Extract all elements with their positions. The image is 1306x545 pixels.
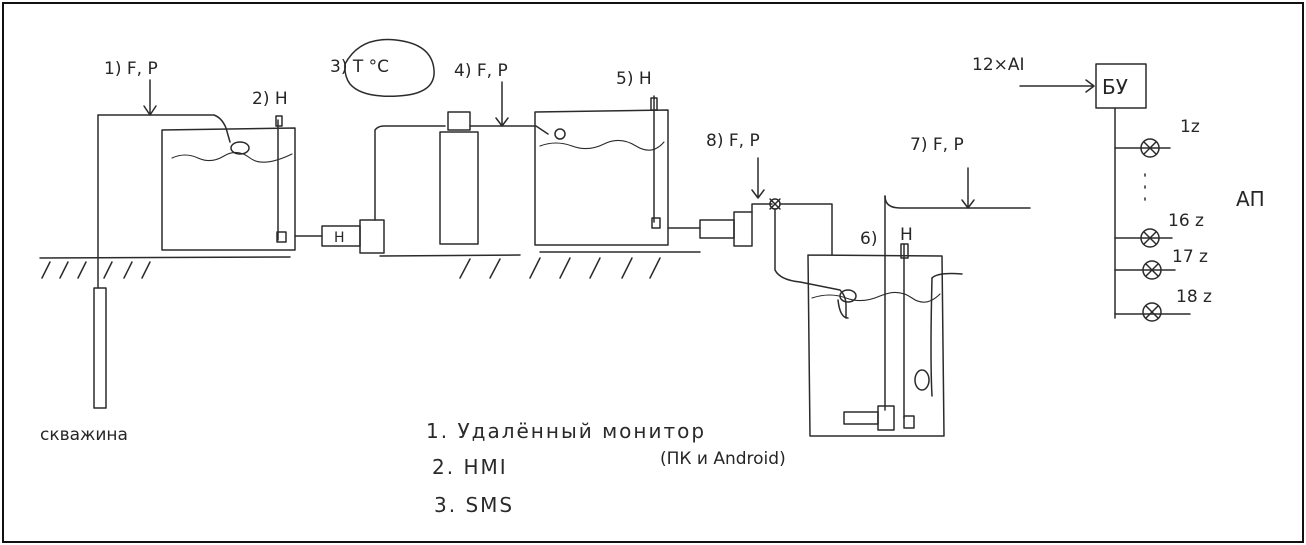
channel-18-label: 18 z <box>1176 287 1212 307</box>
pump-1 <box>294 125 446 254</box>
sensor-label-4: 4) F, P <box>454 61 508 81</box>
ground-line <box>39 251 701 279</box>
pump-2 <box>667 198 847 319</box>
filter-column <box>439 111 549 245</box>
channel-16-label: 16 z <box>1168 211 1204 231</box>
sensor-label-7: 7) F, P <box>910 135 964 155</box>
well-label: скважина <box>40 425 128 445</box>
control-unit-label: БУ <box>1102 75 1128 99</box>
temperature-ring <box>344 38 435 97</box>
sensor-taps <box>143 79 975 209</box>
sensor-label-1: 1) F, P <box>104 59 158 79</box>
note-1: 1. Удалённый монитор <box>426 419 706 443</box>
sensor-label-8: 8) F, P <box>706 131 760 151</box>
note-3: 3. SMS <box>434 493 514 517</box>
outlet-line <box>884 195 1031 209</box>
well <box>93 114 107 409</box>
inlet-pipe <box>97 114 231 143</box>
tank-1 <box>161 115 296 251</box>
channel-1-label: 1z <box>1180 117 1200 137</box>
sensor-label-3: 3) T °C <box>330 57 389 77</box>
tank-2 <box>534 95 669 246</box>
tank-3 <box>807 195 963 437</box>
note-2: 2. HMI <box>432 455 508 479</box>
pump-letter: H <box>334 230 345 246</box>
sensor-label-5: 5) H <box>616 69 652 89</box>
sensor-label-2: 2) H <box>252 89 288 109</box>
control-input-label: 12×AI <box>972 55 1025 75</box>
control-unit <box>1019 63 1191 322</box>
level-label-6: H <box>900 225 913 245</box>
channel-17-label: 17 z <box>1172 247 1208 267</box>
sensor-label-6: 6) <box>860 229 877 249</box>
channel-group-label: АП <box>1236 187 1265 211</box>
note-1-detail: (ПК и Android) <box>660 449 786 469</box>
